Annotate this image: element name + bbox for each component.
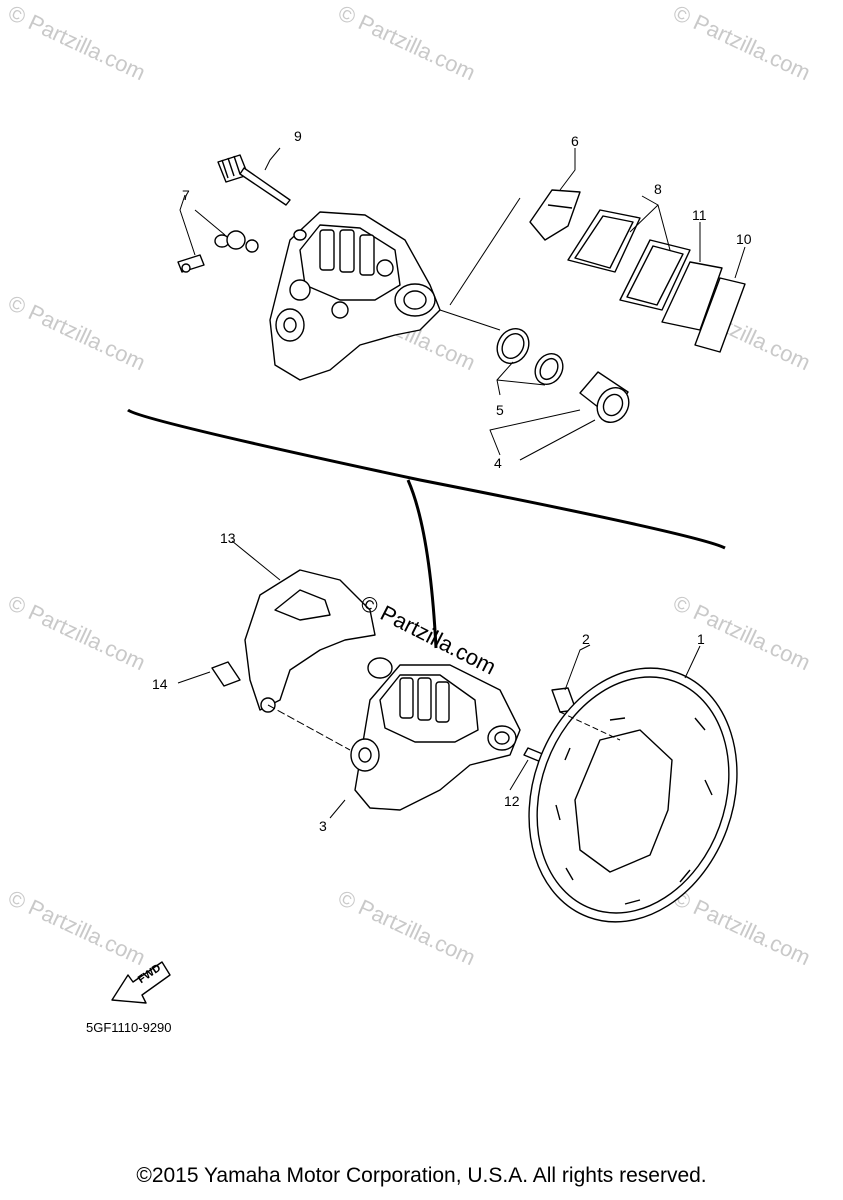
callout-10: 10 xyxy=(736,231,752,247)
separator-line xyxy=(127,408,726,550)
fwd-arrow-icon xyxy=(111,961,171,1004)
callout-4: 4 xyxy=(494,455,502,471)
shim-10 xyxy=(694,277,746,353)
callout-1: 1 xyxy=(697,631,705,647)
brake-pads-8 xyxy=(567,209,691,311)
diagram-code: 5GF1110-9290 xyxy=(86,1020,172,1035)
assembly-link-line xyxy=(406,479,438,649)
bracket-13 xyxy=(244,569,376,711)
caliper-body-exploded xyxy=(269,211,441,381)
bolt-14 xyxy=(211,661,241,687)
callout-9: 9 xyxy=(294,128,302,144)
callout-13: 13 xyxy=(220,530,236,546)
copyright-notice: ©2015 Yamaha Motor Corporation, U.S.A. A… xyxy=(136,1164,707,1187)
callout-14: 14 xyxy=(152,676,168,692)
pad-spring-6 xyxy=(529,189,581,241)
callout-6: 6 xyxy=(571,133,579,149)
caliper-assembly-3 xyxy=(350,657,521,811)
shim-11 xyxy=(661,261,723,331)
brake-disc-1 xyxy=(528,667,738,923)
callout-7: 7 xyxy=(182,187,190,203)
callout-8: 8 xyxy=(654,181,662,197)
callout-12: 12 xyxy=(504,793,520,809)
callout-2: 2 xyxy=(582,631,590,647)
callout-3: 3 xyxy=(319,818,327,834)
bleeder-7 xyxy=(177,230,259,273)
bolt-9 xyxy=(217,154,291,206)
callout-5: 5 xyxy=(496,402,504,418)
callout-11: 11 xyxy=(692,207,707,223)
piston-4 xyxy=(579,371,630,423)
